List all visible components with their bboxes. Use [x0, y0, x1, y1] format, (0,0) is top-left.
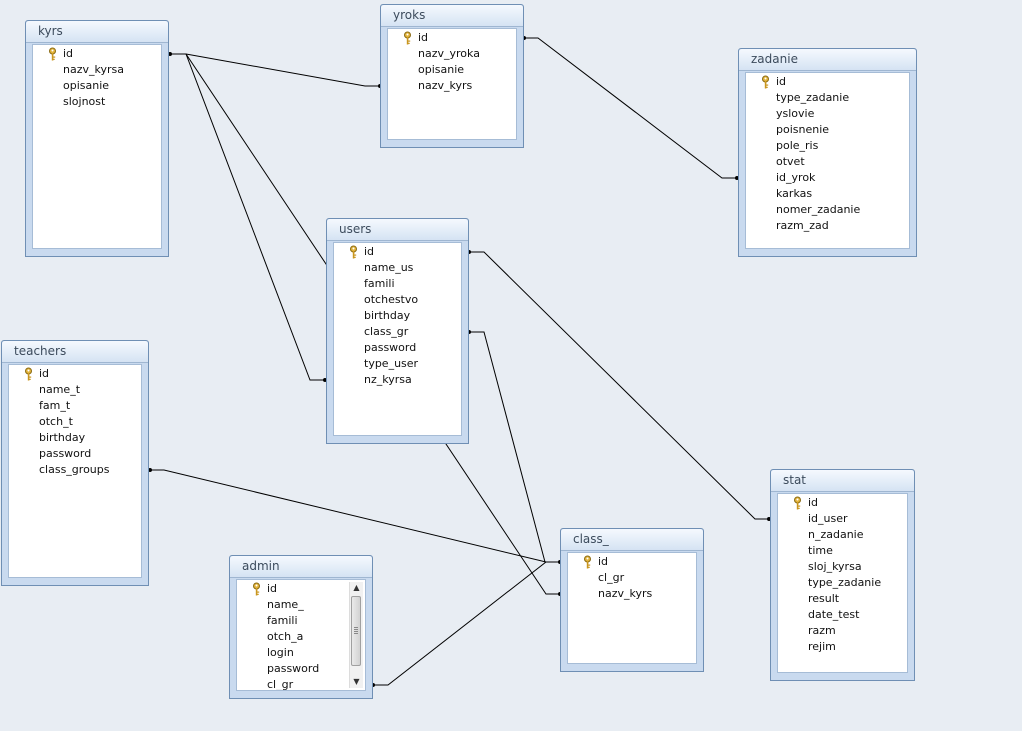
field-row[interactable]: otchestvo — [364, 293, 419, 306]
table-title[interactable]: stat — [771, 470, 914, 492]
table-title[interactable]: yroks — [381, 5, 523, 27]
field-row[interactable]: id_user — [808, 512, 848, 525]
field-row[interactable]: rejim — [808, 640, 836, 653]
field-list[interactable]: id id_user n_zadanie time sloj_kyrsa typ… — [777, 493, 908, 673]
field-row[interactable]: login — [267, 646, 294, 659]
table-class[interactable]: class_ id cl_gr nazv_kyrs — [560, 528, 704, 672]
field-id[interactable]: id — [746, 74, 909, 90]
table-title[interactable]: zadanie — [739, 49, 916, 71]
field-row[interactable]: razm_zad — [776, 219, 829, 232]
field-id[interactable]: id — [237, 581, 365, 597]
scrollbar-thumb[interactable] — [351, 596, 361, 666]
table-kyrs[interactable]: kyrs id nazv_kyrsa opisanie slojnost — [25, 20, 169, 257]
field-list[interactable]: id cl_gr nazv_kyrs — [567, 552, 697, 664]
field-row[interactable]: nomer_zadanie — [776, 203, 861, 216]
field-row[interactable]: pole_ris — [776, 139, 819, 152]
field-row[interactable]: otch_a — [267, 630, 304, 643]
field-row[interactable]: name_us — [364, 261, 414, 274]
key-icon — [24, 367, 33, 381]
table-title[interactable]: teachers — [2, 341, 148, 363]
vertical-scrollbar[interactable]: ▲ ▼ — [349, 582, 363, 688]
field-row[interactable]: otvet — [776, 155, 805, 168]
field-list[interactable]: id name_ famili otch_a login password cl… — [236, 579, 366, 691]
key-icon — [403, 31, 412, 45]
key-icon — [793, 496, 802, 510]
arrow-down-icon[interactable]: ▼ — [353, 677, 360, 686]
field-row[interactable]: name_ — [267, 598, 304, 611]
table-title[interactable]: users — [327, 219, 468, 241]
field-row[interactable]: cl_gr — [598, 571, 625, 584]
field-row[interactable]: opisanie — [63, 79, 110, 92]
field-row[interactable]: time — [808, 544, 833, 557]
field-row[interactable]: sloj_kyrsa — [808, 560, 862, 573]
field-row[interactable]: password — [267, 662, 320, 675]
key-icon — [252, 582, 261, 596]
field-id[interactable]: id — [568, 554, 696, 570]
field-id[interactable]: id — [9, 366, 141, 382]
key-icon — [583, 555, 592, 569]
table-yroks[interactable]: yroks id nazv_yroka opisanie nazv_kyrs — [380, 4, 524, 148]
table-stat[interactable]: stat id id_user n_zadanie time sloj_kyrs… — [770, 469, 915, 681]
field-row[interactable]: karkas — [776, 187, 813, 200]
field-row[interactable]: yslovie — [776, 107, 815, 120]
field-row[interactable]: otch_t — [39, 415, 73, 428]
field-row[interactable]: nz_kyrsa — [364, 373, 412, 386]
table-title[interactable]: admin — [230, 556, 372, 578]
field-row[interactable]: type_user — [364, 357, 419, 370]
arrow-up-icon[interactable]: ▲ — [353, 583, 360, 592]
relation-teachers-class[interactable] — [149, 469, 561, 563]
field-id[interactable]: id — [778, 495, 907, 511]
field-list[interactable]: id name_t fam_t otch_t birthday password… — [8, 364, 142, 578]
field-row[interactable]: type_zadanie — [808, 576, 882, 589]
field-row[interactable]: result — [808, 592, 840, 605]
field-row[interactable]: fam_t — [39, 399, 71, 412]
field-row[interactable]: nazv_kyrs — [598, 587, 653, 600]
table-users[interactable]: users id name_us famili otchestvo birthd… — [326, 218, 469, 444]
field-list[interactable]: id nazv_yroka opisanie nazv_kyrs — [387, 28, 517, 140]
field-row[interactable]: password — [39, 447, 92, 460]
relation-kyrs-yroks[interactable] — [169, 53, 381, 87]
field-id[interactable]: id — [33, 46, 161, 62]
relation-kyrs-users[interactable] — [169, 53, 326, 381]
field-row[interactable]: nazv_kyrsa — [63, 63, 124, 76]
field-row[interactable]: type_zadanie — [776, 91, 850, 104]
relation-admin-class[interactable] — [372, 561, 561, 686]
table-title[interactable]: class_ — [561, 529, 703, 551]
field-row[interactable]: opisanie — [418, 63, 465, 76]
grip-icon — [354, 627, 358, 634]
table-zadanie[interactable]: zadanie id type_zadanie yslovie poisneni… — [738, 48, 917, 257]
field-list[interactable]: id nazv_kyrsa opisanie slojnost — [32, 44, 162, 249]
relation-users-class[interactable] — [468, 331, 561, 563]
key-icon — [48, 47, 57, 61]
field-list[interactable]: id type_zadanie yslovie poisnenie pole_r… — [745, 72, 910, 249]
field-row[interactable]: famili — [364, 277, 395, 290]
table-title[interactable]: kyrs — [26, 21, 168, 43]
field-row[interactable]: class_gr — [364, 325, 409, 338]
key-icon — [349, 245, 358, 259]
key-icon — [761, 75, 770, 89]
relation-users-stat[interactable] — [468, 251, 770, 520]
field-row[interactable]: name_t — [39, 383, 81, 396]
field-row[interactable]: birthday — [39, 431, 86, 444]
field-row[interactable]: poisnenie — [776, 123, 830, 136]
field-row[interactable]: class_groups — [39, 463, 110, 476]
field-list[interactable]: id name_us famili otchestvo birthday cla… — [333, 242, 462, 436]
field-row[interactable]: slojnost — [63, 95, 106, 108]
field-id[interactable]: id — [388, 30, 516, 46]
field-row[interactable]: id_yrok — [776, 171, 816, 184]
field-row[interactable]: n_zadanie — [808, 528, 864, 541]
field-row[interactable]: famili — [267, 614, 298, 627]
field-id[interactable]: id — [334, 244, 461, 260]
field-row[interactable]: birthday — [364, 309, 411, 322]
field-row[interactable]: razm — [808, 624, 836, 637]
field-row[interactable]: nazv_kyrs — [418, 79, 473, 92]
field-row[interactable]: cl_gr — [267, 678, 294, 691]
field-row[interactable]: date_test — [808, 608, 860, 621]
table-teachers[interactable]: teachers id name_t fam_t otch_t birthday… — [1, 340, 149, 586]
field-row[interactable]: nazv_yroka — [418, 47, 480, 60]
field-row[interactable]: password — [364, 341, 417, 354]
table-admin[interactable]: admin id name_ famili otch_a login passw… — [229, 555, 373, 699]
relation-yroks-zadanie[interactable] — [523, 37, 738, 179]
